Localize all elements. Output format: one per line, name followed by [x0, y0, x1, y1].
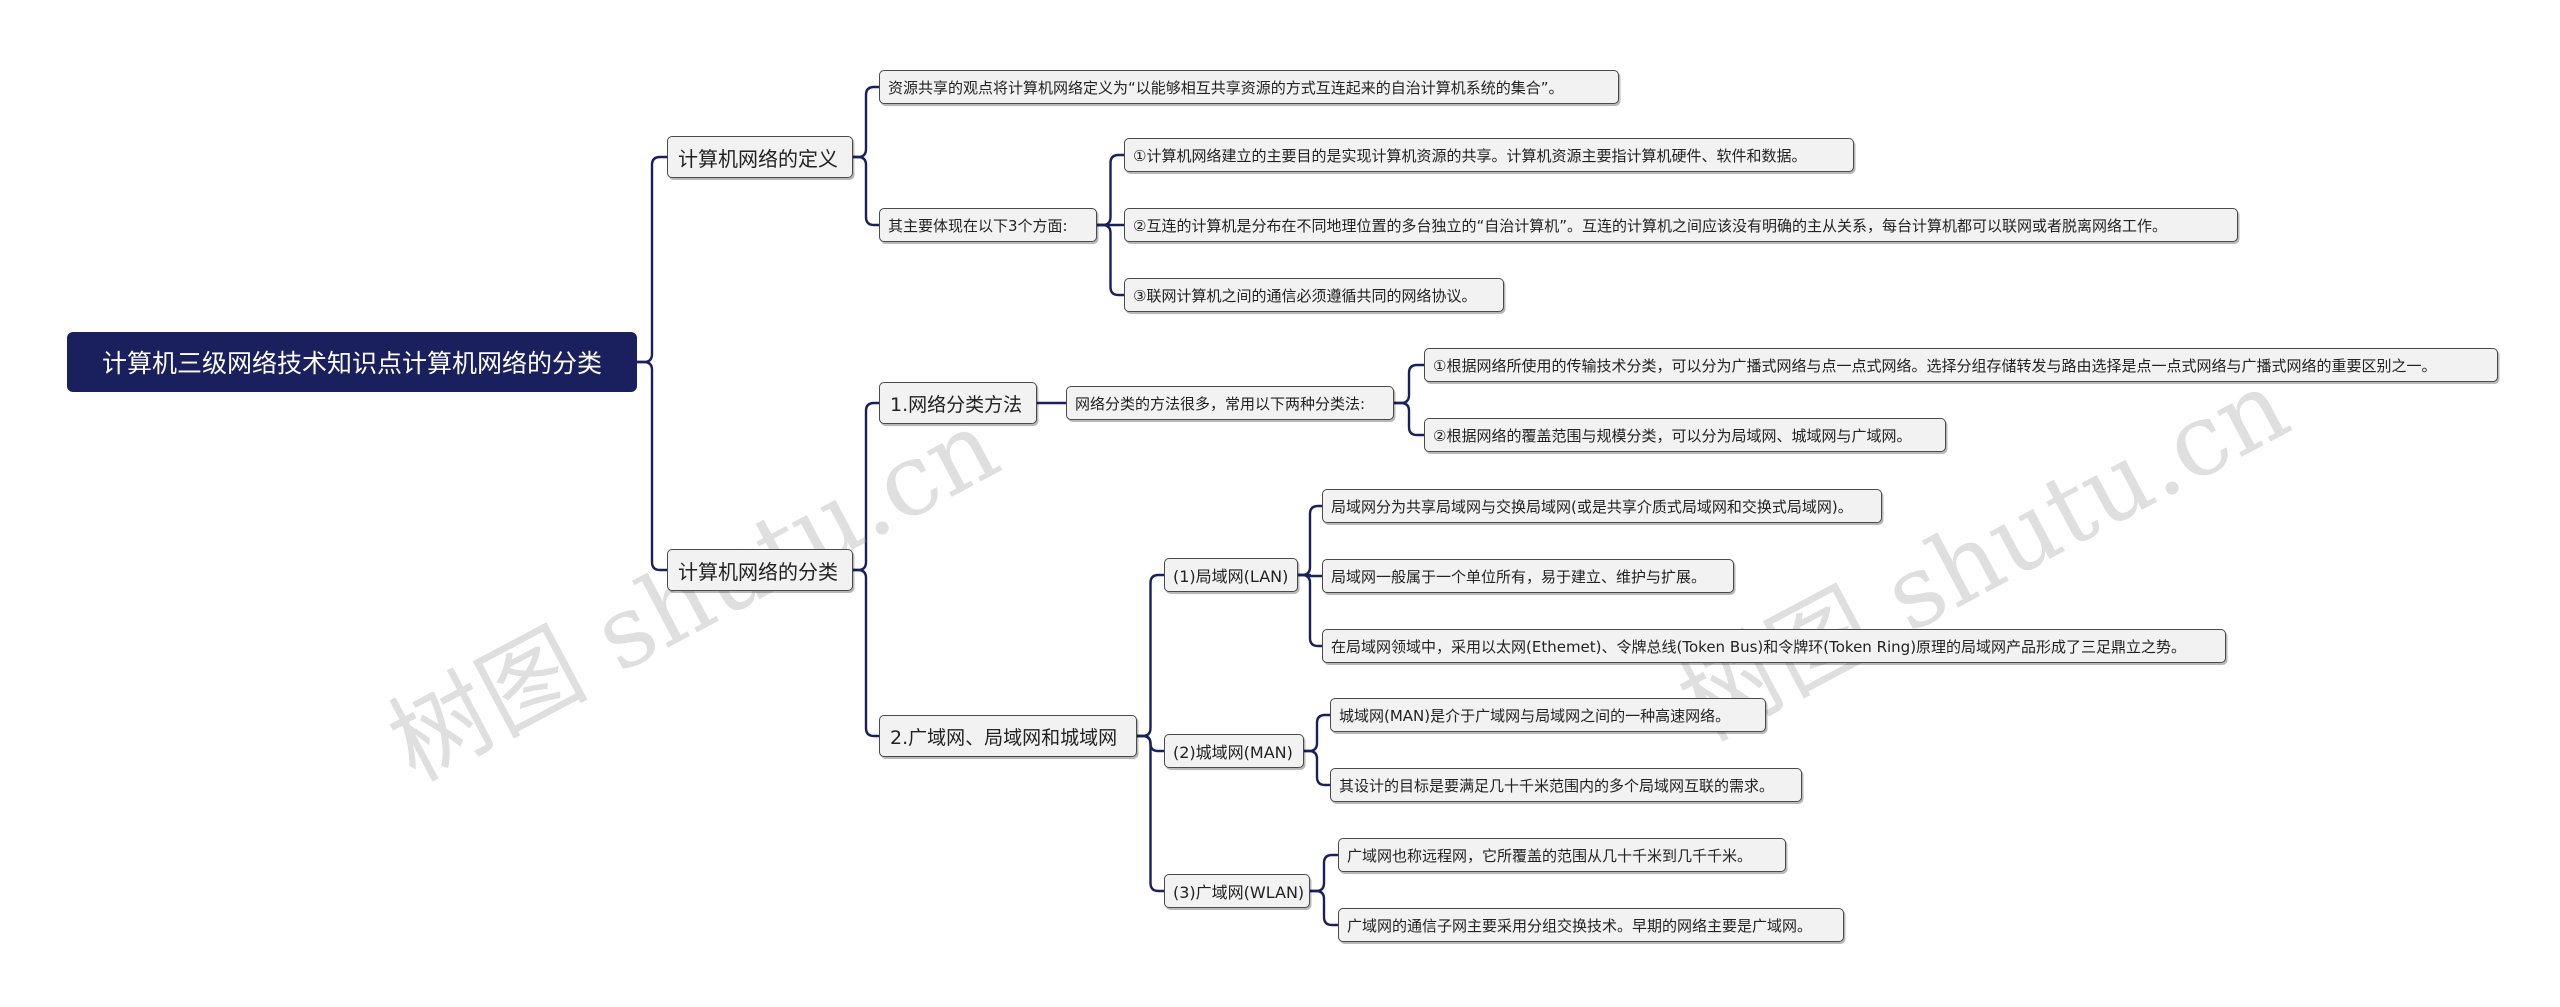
connector-line: [1392, 363, 1426, 405]
subtopic-man[interactable]: (2)城域网(MAN): [1164, 734, 1304, 768]
connector-line: [1135, 573, 1166, 738]
connector-line: [851, 155, 881, 227]
connector-line: [1095, 153, 1126, 227]
connector-line: [1095, 223, 1126, 297]
connector-line: [1296, 573, 1324, 578]
leaf-method-coverage[interactable]: ②根据网络的覆盖范围与规模分类，可以分为局域网、城域网与广域网。: [1424, 418, 1946, 452]
connector-line: [851, 85, 881, 159]
leaf-resource-sharing-definition[interactable]: 资源共享的观点将计算机网络定义为“以能够相互共享资源的方式互连起来的自治计算机系…: [879, 70, 1619, 104]
connector-line: [1135, 734, 1166, 893]
leaf-aspect-2[interactable]: ②互连的计算机是分布在不同地理位置的多台独立的“自治计算机”。互连的计算机之间应…: [1124, 208, 2238, 242]
connector-line: [1392, 401, 1426, 437]
connector-line: [1296, 573, 1324, 648]
leaf-method-transmission[interactable]: ①根据网络所使用的传输技术分类，可以分为广播式网络与点一点式网络。选择分组存储转…: [1424, 348, 2498, 382]
subtopic-lan[interactable]: (1)局域网(LAN): [1164, 558, 1298, 592]
leaf-wan-switching[interactable]: 广域网的通信子网主要采用分组交换技术。早期的网络主要是广域网。: [1338, 908, 1844, 942]
leaf-lan-types[interactable]: 局域网分为共享局域网与交换局域网(或是共享介质式局域网和交换式局域网)。: [1322, 489, 1882, 523]
subtopic-three-aspects[interactable]: 其主要体现在以下3个方面:: [879, 208, 1097, 242]
connector-line: [851, 401, 881, 572]
subtopic-wan-lan-man[interactable]: 2.广域网、局域网和城域网: [879, 715, 1137, 757]
leaf-man-definition[interactable]: 城域网(MAN)是介于广域网与局域网之间的一种高速网络。: [1330, 698, 1766, 732]
connector-line: [1308, 889, 1340, 927]
leaf-lan-ownership[interactable]: 局域网一般属于一个单位所有，易于建立、维护与扩展。: [1322, 559, 1734, 593]
connector-line: [851, 568, 881, 738]
subtopic-two-methods[interactable]: 网络分类的方法很多，常用以下两种分类法:: [1066, 386, 1394, 420]
connector-line: [635, 155, 669, 364]
connector-line: [1302, 749, 1332, 787]
leaf-man-goal[interactable]: 其设计的目标是要满足几十千米范围内的多个局域网互联的需求。: [1330, 768, 1802, 802]
connector-line: [1296, 504, 1324, 577]
connector-line: [635, 360, 669, 572]
leaf-wan-range[interactable]: 广域网也称远程网，它所覆盖的范围从几十千米到几千千米。: [1338, 838, 1786, 872]
topic-network-definition[interactable]: 计算机网络的定义: [667, 136, 853, 178]
connector-line: [1308, 853, 1340, 893]
subtopic-classification-method[interactable]: 1.网络分类方法: [879, 382, 1037, 424]
subtopic-wan[interactable]: (3)广域网(WLAN): [1164, 874, 1310, 908]
leaf-aspect-1[interactable]: ①计算机网络建立的主要目的是实现计算机资源的共享。计算机资源主要指计算机硬件、软…: [1124, 138, 1854, 172]
connector-line: [1302, 713, 1332, 753]
root-topic[interactable]: 计算机三级网络技术知识点计算机网络的分类: [67, 332, 637, 392]
topic-network-classification[interactable]: 计算机网络的分类: [667, 549, 853, 591]
leaf-aspect-3[interactable]: ③联网计算机之间的通信必须遵循共同的网络协议。: [1124, 278, 1504, 312]
leaf-lan-products[interactable]: 在局域网领域中，采用以太网(Ethemet)、令牌总线(Token Bus)和令…: [1322, 629, 2226, 663]
